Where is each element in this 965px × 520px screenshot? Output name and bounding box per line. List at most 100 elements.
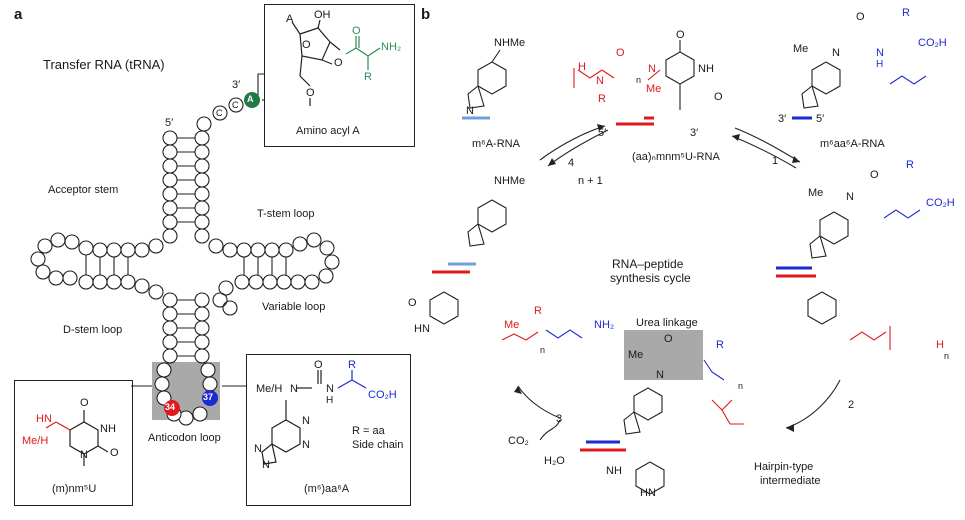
u-meh: Me/H — [22, 435, 49, 447]
mnm5u-nh: NH — [698, 63, 714, 75]
terminal-a-nucleotide — [244, 92, 260, 108]
m6aa6a-three: 3′ — [778, 113, 787, 125]
ad-o: O — [314, 359, 323, 371]
acceptor-stem-label: Acceptor stem — [48, 184, 119, 196]
mnm5u-n1: N — [596, 75, 604, 87]
u-o-top: O — [80, 397, 89, 409]
c-letter-2: C — [216, 108, 223, 118]
adenosine-box — [246, 354, 411, 506]
rna-strands — [432, 116, 816, 452]
d-stem-loop-label: D-stem loop — [63, 324, 123, 336]
ad-side-note-1: R = aa — [352, 425, 385, 437]
urea-linkage-highlight — [624, 330, 703, 380]
position-37-label: 37 — [203, 392, 214, 402]
panel-a-label: a — [14, 6, 23, 23]
mnm5u-o: O — [616, 47, 625, 59]
m6aa6a-five: 5′ — [816, 113, 825, 125]
five-prime-label: 5′ — [165, 117, 174, 129]
m6aa6a-r: R — [902, 7, 910, 19]
step-1-label: 1 — [772, 155, 779, 167]
nucleotide-37 — [202, 390, 218, 406]
u-n: N — [80, 449, 88, 461]
aa-oh: OH — [314, 9, 331, 21]
amino-acyl-structure — [291, 19, 341, 106]
trna-structure — [30, 73, 340, 426]
lc-hn: HN — [414, 323, 430, 335]
mnm5u-o2: O — [676, 29, 685, 41]
mnm5u-label: (aa)ₙmnm⁵U-RNA — [632, 151, 720, 163]
t-stem-loop-label: T-stem loop — [257, 208, 315, 220]
uridine-structure — [69, 410, 109, 466]
mnm5u-five: 5′ — [598, 127, 607, 139]
acceptor-stem — [162, 116, 212, 244]
nucleotide-34 — [164, 400, 180, 416]
c-letter-1: C — [232, 100, 239, 110]
m6aa6a-co2h: CO₂H — [918, 37, 947, 49]
step-2-label: 2 — [848, 399, 855, 411]
m6a-n: N — [466, 105, 474, 117]
aa-o4: O — [306, 87, 315, 99]
rc-co2h: CO₂H — [926, 197, 955, 209]
rc-o: O — [870, 169, 879, 181]
variable-loop-label: Variable loop — [262, 301, 326, 313]
ad-h-a: H — [326, 395, 334, 406]
bc-n: N — [656, 369, 664, 381]
m6a-nhme: NHMe — [494, 37, 526, 49]
u-hn: HN — [36, 413, 52, 425]
panel-b-label: b — [421, 6, 431, 23]
aa-nh2: NH₂ — [381, 41, 402, 53]
lc-nhme: NHMe — [494, 175, 526, 187]
lc-o: O — [408, 297, 417, 309]
amino-acyl-box — [264, 4, 415, 147]
m6aa6a-n: N — [832, 47, 840, 59]
uridine-caption: (m)nm⁵U — [52, 483, 97, 495]
co2-label: CO₂ — [508, 435, 529, 447]
cycle-title-1: RNA–peptide — [612, 257, 684, 271]
step-4-label: 4 — [568, 157, 575, 169]
lc-nh2: NH₂ — [594, 319, 615, 331]
m6aa6a-h: H — [876, 59, 884, 70]
m6aa6a-nh: N — [876, 47, 884, 59]
lc-me: Me — [504, 319, 520, 331]
adenosine-structure — [261, 370, 322, 465]
rc-n-sub: n — [944, 351, 950, 361]
ad-side-note-2: Side chain — [352, 439, 404, 451]
bc-r: R — [716, 339, 724, 351]
lc-r: R — [534, 305, 542, 317]
trna-title: Transfer RNA (tRNA) — [43, 57, 165, 72]
ad-n1: N — [290, 383, 298, 395]
rc-r: R — [906, 159, 914, 171]
rc-h: H — [936, 339, 944, 351]
t-stem-loop — [208, 232, 340, 316]
d-stem-loop — [30, 232, 164, 300]
hairpin-label-2: intermediate — [760, 475, 821, 487]
ad-n-ring2: N — [302, 439, 310, 451]
h2o-label: H₂O — [544, 455, 565, 467]
m6aa6a-label: m⁶aa⁶A-RNA — [820, 138, 885, 150]
bc-nh: NH — [606, 465, 622, 477]
m6aa6a-me: Me — [793, 43, 809, 55]
aa-o1: O — [302, 39, 311, 51]
mnm5u-o3: O — [714, 91, 723, 103]
ad-nh-a: N — [326, 383, 334, 395]
position-34-label: 34 — [165, 402, 176, 412]
ad-meh: Me/H — [256, 383, 283, 395]
three-prime-label: 3′ — [232, 79, 241, 91]
mnm5u-me: Me — [646, 83, 662, 95]
rc-me: Me — [808, 187, 824, 199]
mnm5u-r: R — [598, 93, 606, 105]
ad-n-ring1: N — [302, 415, 310, 427]
molecule-outlines — [429, 40, 849, 495]
anticodon-loop-label: Anticodon loop — [148, 432, 221, 444]
aa-o3: O — [352, 25, 361, 37]
u-o-bot: O — [110, 447, 119, 459]
ad-n-ring4: N — [262, 459, 270, 471]
m6a-label: m⁶A-RNA — [472, 138, 520, 150]
bc-o: O — [664, 333, 673, 345]
m6aa6a-o: O — [856, 11, 865, 23]
mnm5u-h: H — [578, 61, 586, 73]
bc-n-sub: n — [738, 381, 744, 391]
step-3-label: 3 — [556, 413, 563, 425]
terminal-a-letter: A — [247, 94, 254, 104]
